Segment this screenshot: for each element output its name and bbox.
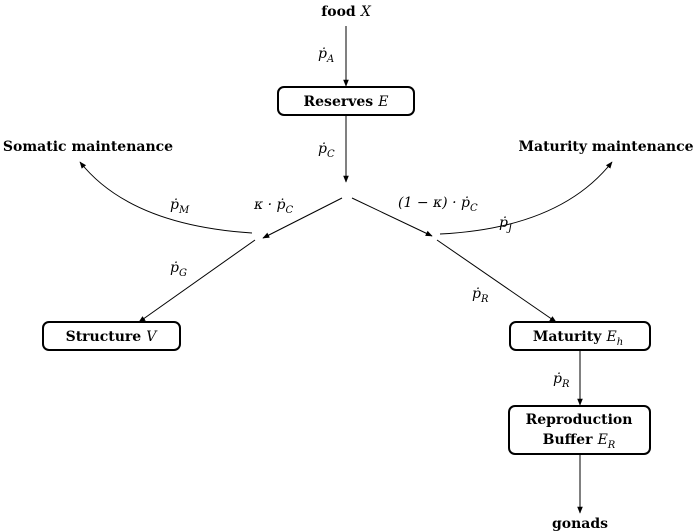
reproduction-label-line2: Buffer ER — [543, 429, 616, 451]
flow-label-pJ: ṗJ — [499, 215, 513, 234]
arrow-split-to-kappa — [262, 197, 343, 239]
flow-label-one-minus-kappa-pC: (1 − κ) · ṗC — [398, 195, 478, 214]
somatic-maintenance-label: Somatic maintenance — [3, 139, 173, 155]
flow-label-pM: ṗM — [170, 197, 190, 216]
flow-label-pA: ṗA — [318, 46, 334, 65]
flow-label-pR-2: ṗR — [553, 371, 570, 390]
structure-box — [42, 321, 181, 351]
food-label: food X — [321, 1, 372, 20]
flow-label-pR-1: ṗR — [472, 286, 489, 305]
gonads-label: gonads — [552, 516, 608, 532]
flow-label-pG: ṗG — [170, 260, 187, 279]
arrow-to-maturity — [436, 239, 557, 323]
maturity-maintenance-label: Maturity maintenance — [519, 139, 694, 155]
structure-label: Structure V — [66, 326, 159, 345]
reproduction-box — [508, 405, 651, 455]
reproduction-label-line1: Reproduction — [526, 412, 633, 428]
arrow-to-structure — [138, 239, 256, 323]
reserves-box — [277, 86, 415, 116]
arrow-to-maturity-maintenance — [439, 161, 613, 235]
flow-label-kappa-pC: κ · ṗC — [253, 197, 294, 216]
flow-arrows — [79, 26, 613, 514]
arrow-to-somatic-maintenance — [79, 161, 253, 234]
maturity-box — [509, 321, 651, 351]
arrow-split-to-one-minus-kappa — [351, 197, 433, 237]
maturity-label: Maturity Eh — [533, 326, 623, 348]
reserves-label: Reserves E — [304, 91, 389, 110]
flow-label-pC: ṗC — [318, 141, 335, 160]
